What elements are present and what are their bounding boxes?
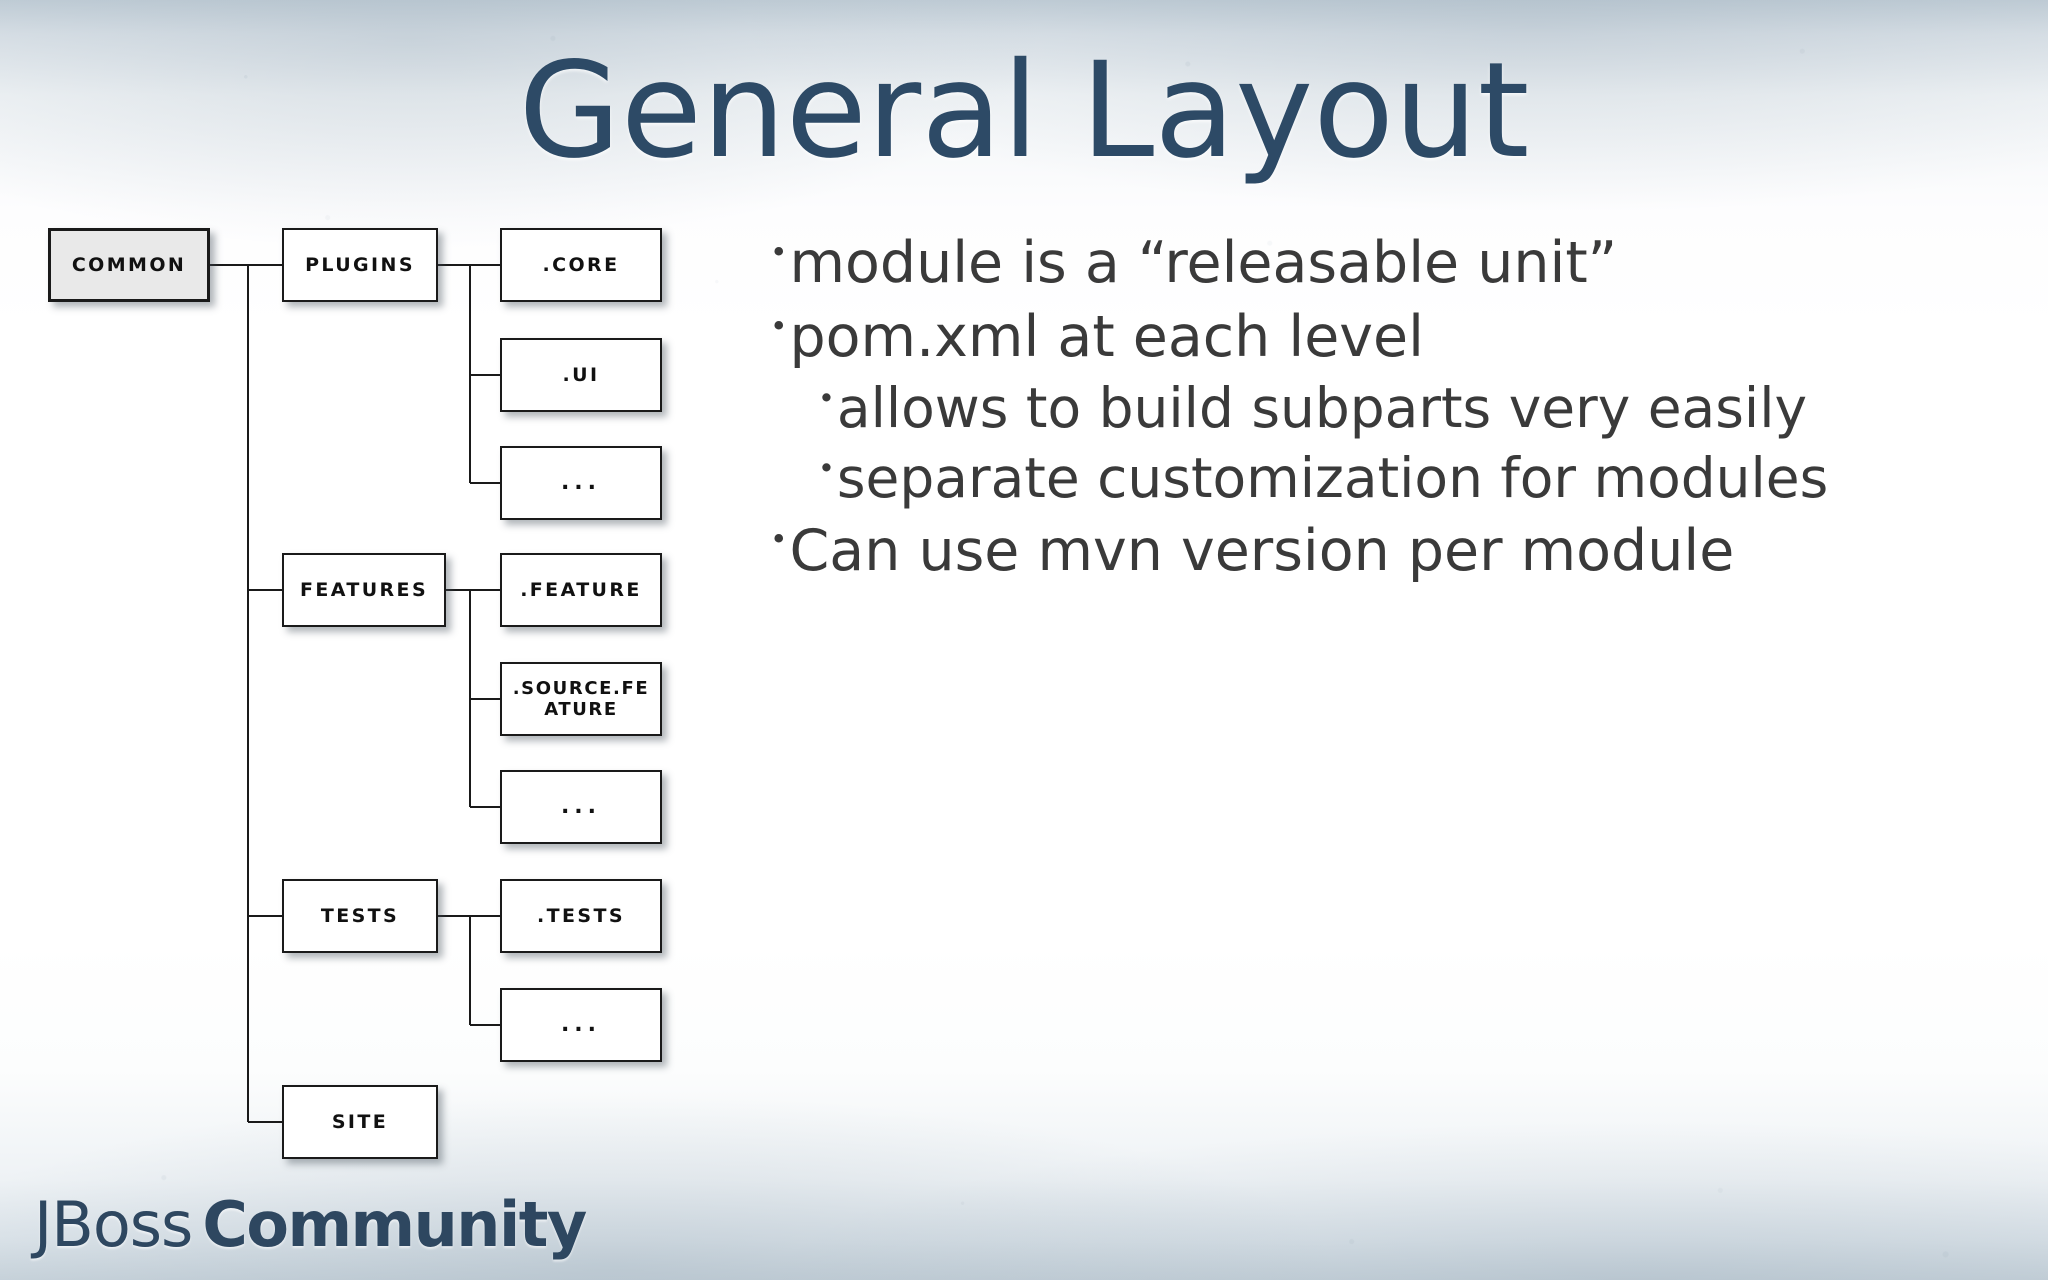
bullet-marker-icon: • xyxy=(770,307,788,343)
logo-text-community: Community xyxy=(202,1188,587,1261)
bullet-text: separate customization for modules xyxy=(836,446,1829,511)
diagram-node-label: SITE xyxy=(331,1110,389,1133)
diagram-node-source-feature[interactable]: .SOURCE.FEATURE xyxy=(500,662,662,736)
module-hierarchy-diagram: COMMON PLUGINS FEATURES TESTS SITE .CORE… xyxy=(0,0,720,1180)
bullet-marker-icon: • xyxy=(770,233,788,269)
bullet-item: • pom.xml at each level xyxy=(770,302,2000,373)
bullet-text: pom.xml at each level xyxy=(789,303,1424,370)
diagram-node-label: .UI xyxy=(562,363,600,386)
diagram-node-tests[interactable]: TESTS xyxy=(282,879,438,953)
diagram-node-label: COMMON xyxy=(71,253,187,276)
diagram-node-feature[interactable]: .FEATURE xyxy=(500,553,662,627)
diagram-node-label: PLUGINS xyxy=(305,253,415,276)
bullet-item: • module is a “releasable unit” xyxy=(770,228,2000,299)
bullet-list: • module is a “releasable unit” • pom.xm… xyxy=(770,228,2000,589)
diagram-node-plugins[interactable]: PLUGINS xyxy=(282,228,438,302)
diagram-node-tests-more[interactable]: ... xyxy=(500,988,662,1062)
bullet-text: module is a “releasable unit” xyxy=(789,230,1618,296)
bullet-text: Can use mvn version per module xyxy=(789,517,1735,584)
diagram-node-site[interactable]: SITE xyxy=(282,1085,438,1159)
diagram-node-label: ... xyxy=(560,470,602,496)
bullet-item: • Can use mvn version per module xyxy=(770,516,2000,587)
diagram-connector-lines xyxy=(210,263,500,1124)
diagram-node-features-more[interactable]: ... xyxy=(500,770,662,844)
diagram-node-label: ... xyxy=(560,794,602,820)
sub-bullet-item: • separate customization for modules xyxy=(818,445,2000,512)
bullet-marker-icon: • xyxy=(818,380,835,415)
diagram-node-core[interactable]: .CORE xyxy=(500,228,662,302)
diagram-node-label: .SOURCE.FEATURE xyxy=(512,677,650,720)
bullet-marker-icon: • xyxy=(818,451,835,486)
diagram-node-label: .FEATURE xyxy=(520,578,642,601)
diagram-node-label: .CORE xyxy=(542,253,620,276)
diagram-node-tests-artifact[interactable]: .TESTS xyxy=(500,879,662,953)
diagram-node-common[interactable]: COMMON xyxy=(48,228,210,302)
bullet-marker-icon: • xyxy=(770,521,788,557)
sub-bullet-item: • allows to build subparts very easily xyxy=(818,375,2000,442)
diagram-node-plugins-more[interactable]: ... xyxy=(500,446,662,520)
page-title: General Layout xyxy=(518,34,1530,188)
diagram-node-label: .TESTS xyxy=(537,904,625,927)
diagram-node-features[interactable]: FEATURES xyxy=(282,553,446,627)
logo-text-jboss: JBoss xyxy=(34,1188,193,1261)
diagram-node-label: ... xyxy=(560,1012,602,1038)
diagram-node-ui[interactable]: .UI xyxy=(500,338,662,412)
diagram-node-label: TESTS xyxy=(320,904,400,927)
bullet-text: allows to build subparts very easily xyxy=(836,376,1808,441)
diagram-node-label: FEATURES xyxy=(299,578,429,601)
